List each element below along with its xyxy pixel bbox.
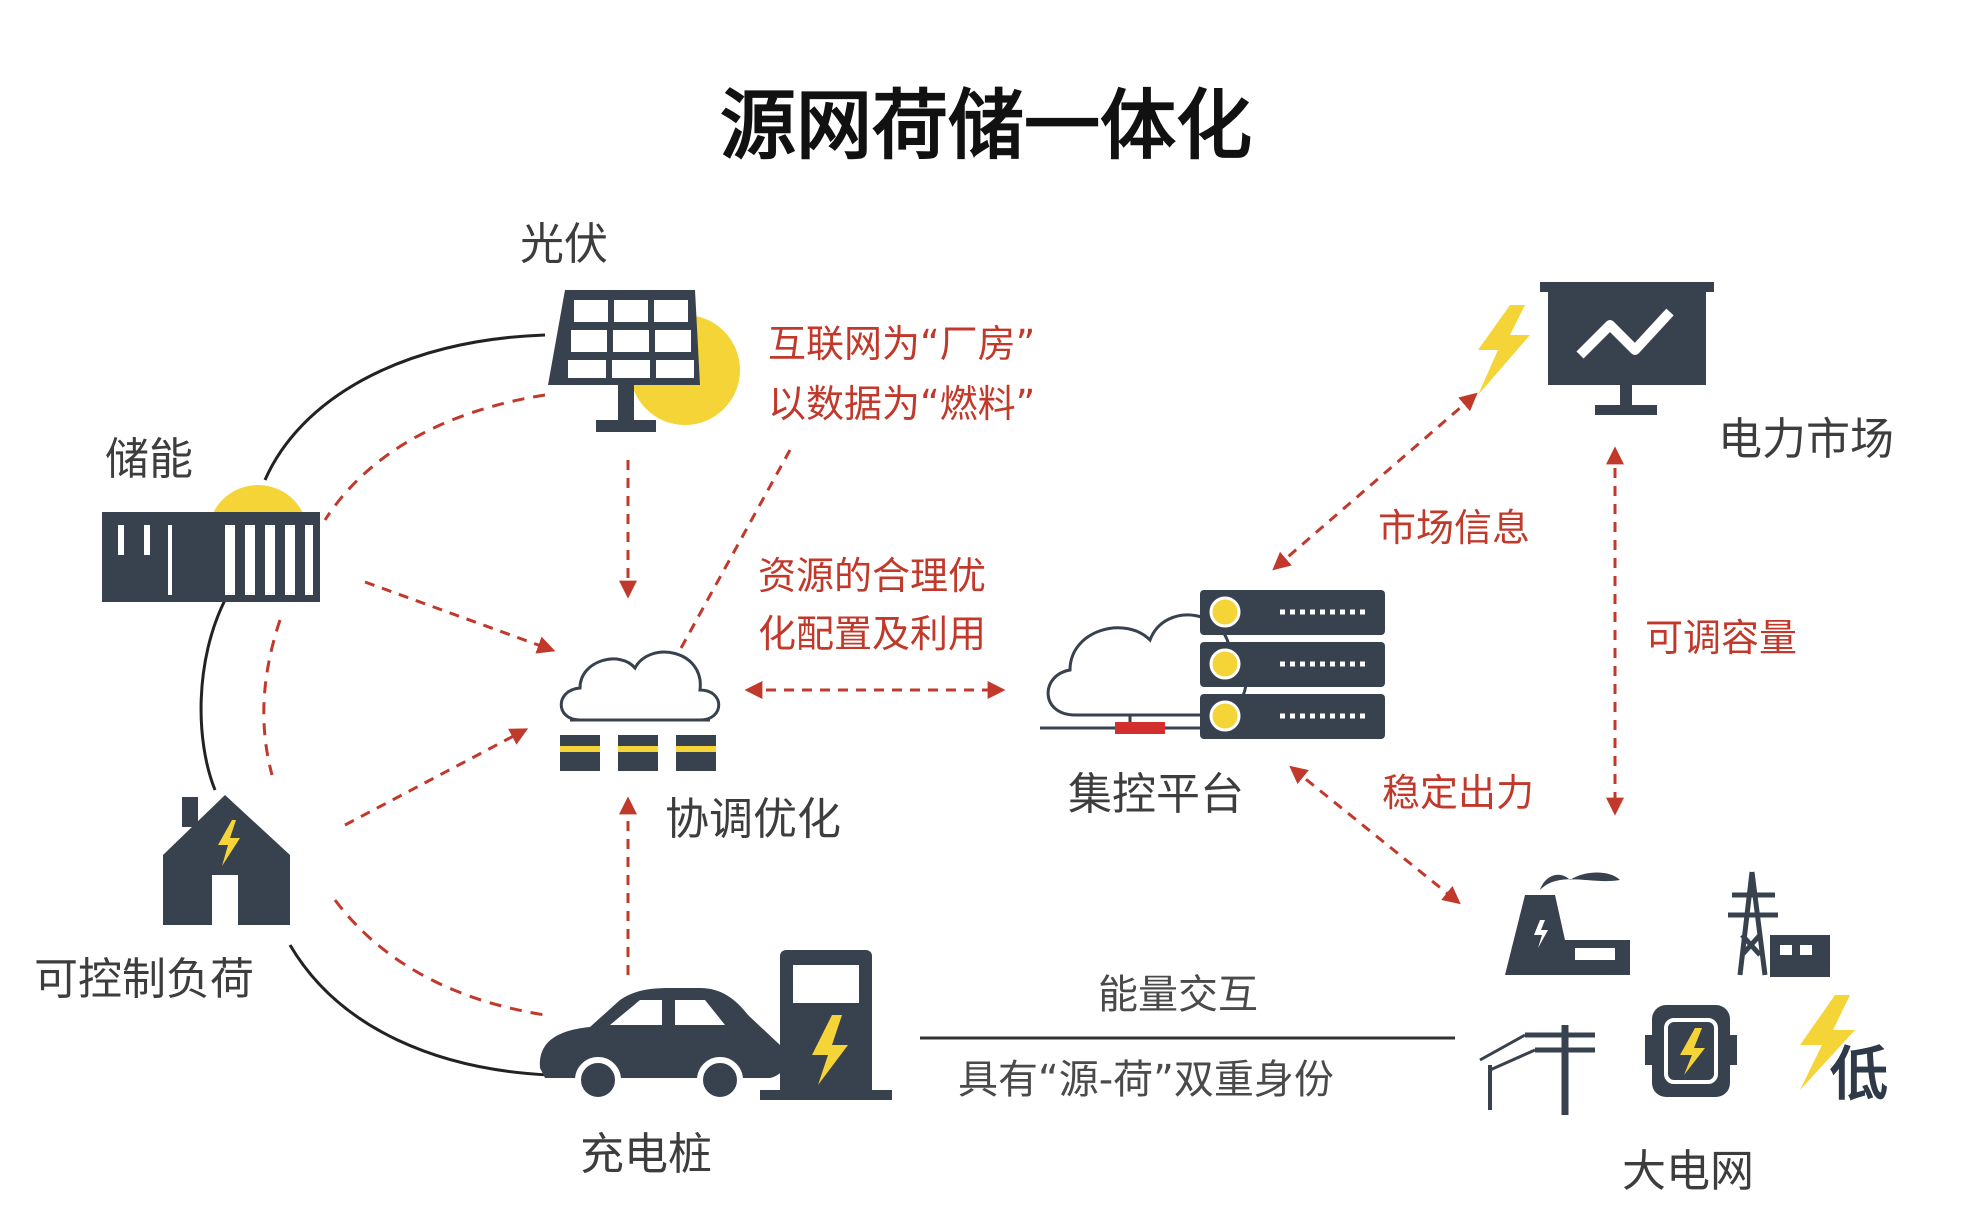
cloud-coordination-icon bbox=[559, 650, 721, 771]
note-adjustable-capacity: 可调容量 bbox=[1645, 616, 1798, 660]
note-dual-identity: 具有“源-荷”双重身份 bbox=[958, 1057, 1334, 1103]
note-energy-exchange: 能量交互 bbox=[1098, 972, 1258, 1018]
dashed-line-internet-note bbox=[678, 449, 792, 651]
arrow-platform-market bbox=[1272, 392, 1478, 571]
server-platform-icon bbox=[1040, 590, 1385, 739]
label-grid: 大电网 bbox=[1622, 1146, 1754, 1197]
note-resource-line1: 资源的合理优 bbox=[758, 554, 987, 598]
low-voltage-bolt-icon bbox=[1800, 995, 1855, 1090]
dashed-arc-solar-storage bbox=[323, 393, 546, 521]
note-internet-line1: 互联网为“厂房” bbox=[768, 322, 1036, 366]
label-load: 可控制负荷 bbox=[34, 954, 254, 1005]
transmission-tower-icon bbox=[1728, 871, 1830, 977]
label-charger: 充电桩 bbox=[580, 1129, 712, 1180]
label-coordination: 协调优化 bbox=[665, 794, 841, 845]
power-market-icon bbox=[1478, 282, 1714, 415]
dashed-arc-storage-load bbox=[262, 619, 282, 776]
label-market: 电力市场 bbox=[1718, 414, 1894, 465]
arrow-load-to-coord bbox=[344, 728, 529, 827]
arrow-storage-to-coord bbox=[364, 580, 556, 654]
note-internet-line2: 以数据为“燃料” bbox=[768, 382, 1036, 426]
power-plant-icon bbox=[1505, 872, 1630, 975]
battery-storage-icon bbox=[102, 485, 320, 602]
utility-pole-icon bbox=[1479, 1025, 1595, 1115]
label-platform: 集控平台 bbox=[1068, 769, 1244, 820]
label-solar: 光伏 bbox=[520, 219, 608, 270]
dashed-arc-load-charger bbox=[333, 899, 546, 1017]
label-storage: 储能 bbox=[105, 434, 193, 485]
house-load-icon bbox=[163, 795, 290, 925]
transformer-icon bbox=[1645, 1005, 1737, 1097]
label-low-voltage: 低 bbox=[1830, 1040, 1889, 1108]
ev-charger-icon bbox=[539, 950, 892, 1103]
resource-ring-arc bbox=[199, 333, 551, 1077]
page-title: 源网荷储一体化 bbox=[720, 81, 1252, 170]
solar-panel-icon bbox=[548, 290, 740, 432]
note-stable-output: 稳定出力 bbox=[1382, 771, 1535, 815]
note-resource-line2: 化配置及利用 bbox=[758, 612, 987, 656]
note-market-info: 市场信息 bbox=[1378, 506, 1531, 550]
